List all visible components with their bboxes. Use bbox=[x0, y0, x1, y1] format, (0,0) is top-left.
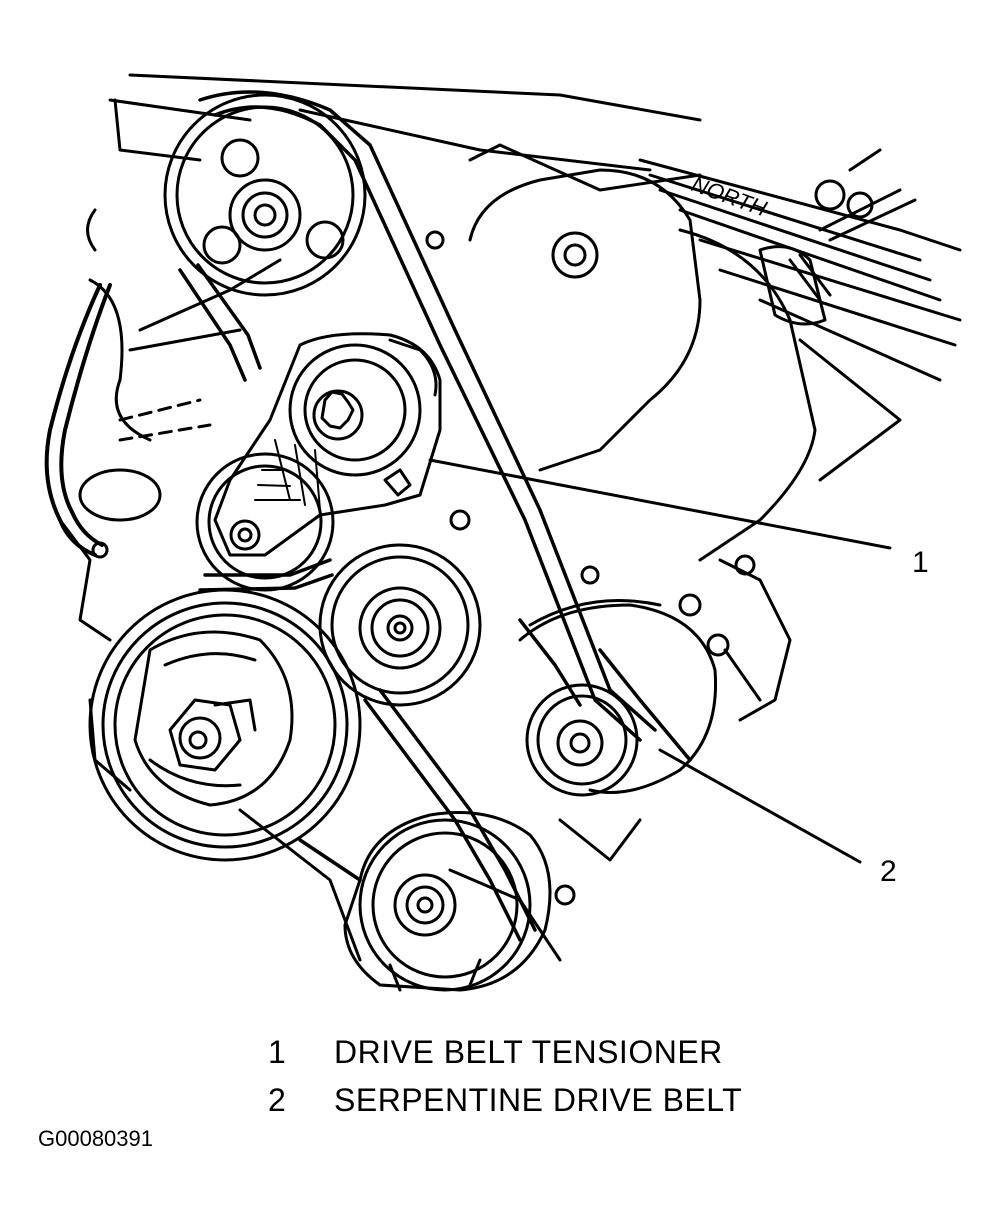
crankshaft-pulley bbox=[90, 590, 360, 860]
power-steering-pulley bbox=[165, 95, 365, 295]
engine-belt-diagram: NORTH bbox=[0, 0, 999, 1010]
alternator bbox=[520, 601, 716, 796]
serpentine-drive-belt bbox=[180, 92, 690, 940]
callout-2-number: 2 bbox=[880, 855, 897, 888]
legend-label: DRIVE BELT TENSIONER bbox=[334, 1034, 723, 1070]
idler-pulley-center bbox=[320, 545, 480, 705]
figure-id: G00080391 bbox=[38, 1126, 153, 1151]
legend-row-1: 1 DRIVE BELT TENSIONER bbox=[268, 1036, 828, 1072]
ac-compressor bbox=[345, 813, 550, 991]
legend-number: 2 bbox=[268, 1082, 287, 1118]
callout-2-leader bbox=[660, 750, 860, 862]
legend-number: 1 bbox=[268, 1034, 287, 1070]
upper-idler-bracket bbox=[470, 170, 815, 560]
legend-label: SERPENTINE DRIVE BELT bbox=[334, 1082, 743, 1118]
legend-row-2: 2 SERPENTINE DRIVE BELT bbox=[268, 1084, 828, 1120]
engine-block bbox=[47, 75, 960, 960]
callout-1-leader bbox=[430, 460, 890, 548]
callout-1-number: 1 bbox=[912, 546, 929, 579]
drive-belt-tensioner bbox=[215, 334, 440, 555]
